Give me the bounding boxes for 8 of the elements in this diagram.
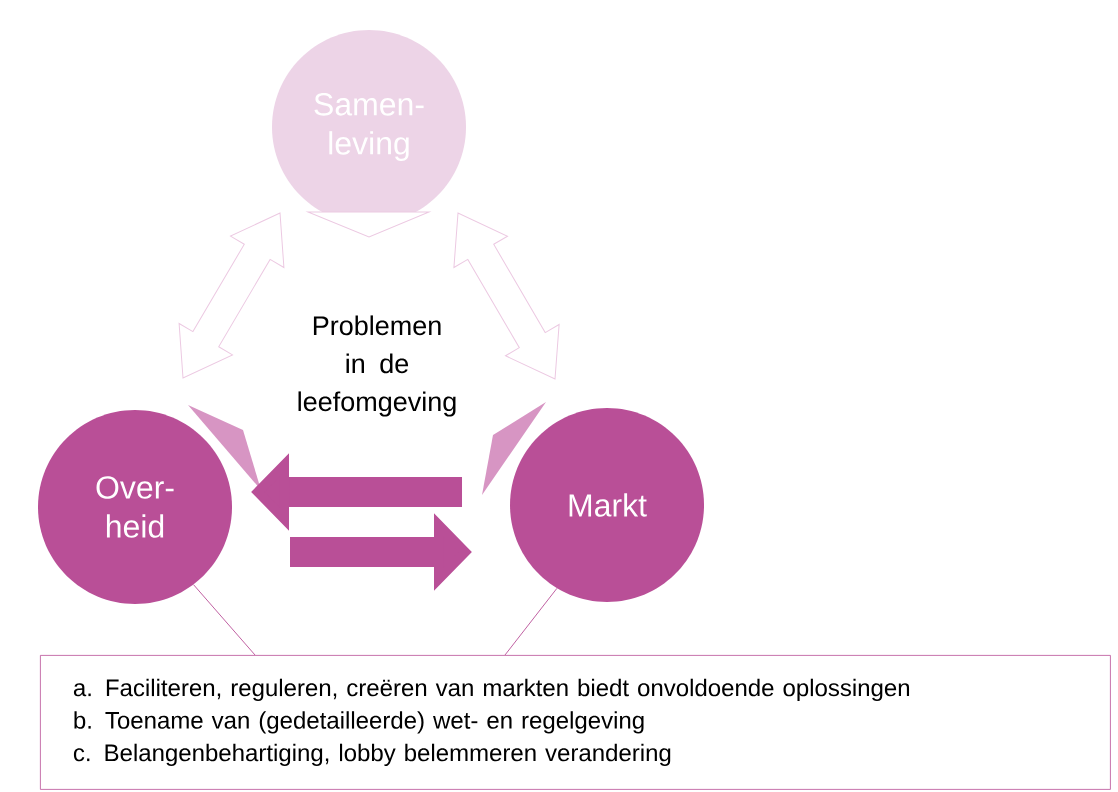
leader-line [504,587,558,656]
double-arrow [453,212,560,380]
double-arrow [178,212,285,379]
leader-line [193,584,256,656]
pointer-triangle [482,402,546,495]
center-text: Problemen in de leefomgeving [298,315,456,417]
text-box: a. Faciliteren, reguleren, creëren van markten biedt onvoldoende oplossingen b. Toename van (gedetailleerde) wet- en regelgeving c. Belangenbehartiging, lobby belemmeren verandering [40,655,1111,790]
pointer-triangle [307,211,430,238]
